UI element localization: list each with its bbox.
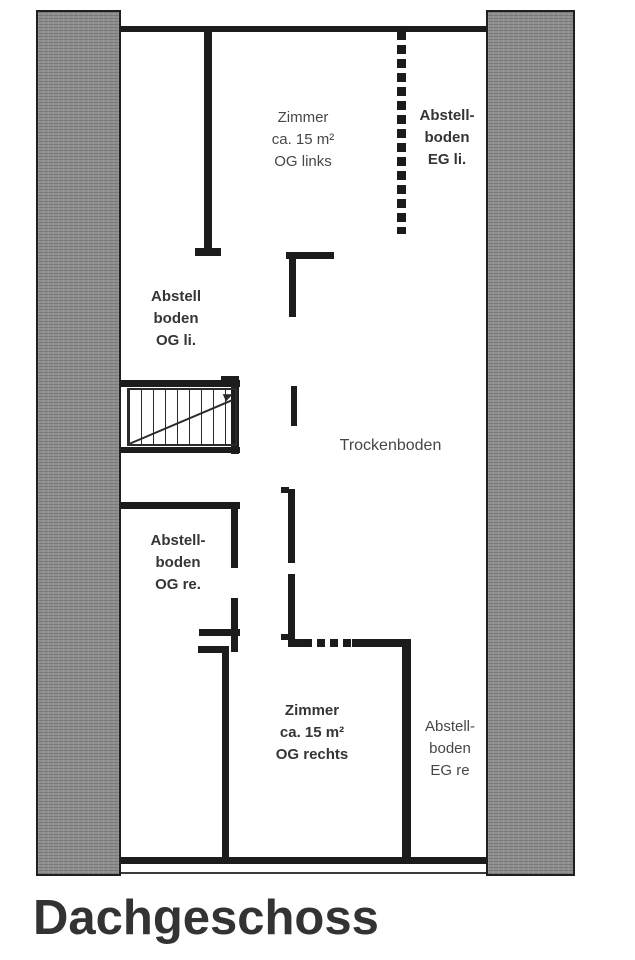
room-label-line: boden bbox=[424, 129, 470, 146]
room-label-line: EG li. bbox=[427, 151, 467, 168]
bottom-trim-line bbox=[121, 872, 486, 874]
room-label-zimmer-og-rechts: Zimmer ca. 15 m² OG rechts bbox=[248, 700, 376, 766]
wall-abstellboden-ogli-bottom bbox=[121, 380, 240, 387]
room-label-line: Zimmer bbox=[277, 109, 329, 126]
wall-bottom-outer bbox=[121, 857, 486, 864]
wall-dashed-top-right bbox=[397, 31, 406, 234]
left-roof-bar bbox=[36, 10, 121, 876]
room-label-line: boden bbox=[429, 740, 471, 757]
wall-abstellboden-ogre-top bbox=[121, 502, 240, 509]
wall-trockenboden-left-b bbox=[291, 386, 297, 426]
room-label-line: ca. 15 m² bbox=[279, 724, 345, 741]
room-label-line: Abstell- bbox=[424, 718, 476, 735]
room-label-line: Zimmer bbox=[284, 702, 340, 719]
room-label-line: OG links bbox=[274, 153, 332, 170]
wall-trockenboden-lower-b bbox=[288, 574, 295, 641]
room-label-abstellboden-og-re: Abstell- boden OG re. bbox=[136, 530, 220, 596]
wall-abstellboden-ogre-stub bbox=[199, 629, 240, 636]
room-label-abstellboden-og-li: Abstell boden OG li. bbox=[134, 286, 218, 352]
wall-vertical-top-left bbox=[204, 26, 212, 252]
room-label-line: Trockenboden bbox=[339, 437, 442, 454]
room-label-line: Abstell bbox=[150, 288, 201, 305]
room-label-line: EG re bbox=[430, 762, 470, 779]
wall-below-stairs bbox=[121, 447, 240, 453]
nib-trockenboden-bottom bbox=[281, 634, 289, 640]
floor-title: Dachgeschoss bbox=[33, 891, 379, 945]
room-label-line: Abstell- bbox=[150, 532, 206, 549]
right-roof-bar bbox=[486, 10, 575, 876]
room-label-line: Abstell- bbox=[419, 107, 475, 124]
stairs bbox=[127, 388, 237, 446]
room-label-abstellboden-eg-li: Abstell- boden EG li. bbox=[406, 105, 488, 171]
room-label-line: boden bbox=[155, 554, 201, 571]
wall-abstellboden-ogre-right-b bbox=[231, 598, 238, 652]
wall-zimmer-rechts-left bbox=[222, 646, 229, 864]
wall-zimmer-rechts-top-left bbox=[288, 639, 304, 647]
wall-below-zimmer-links bbox=[286, 252, 334, 259]
wall-top-outer bbox=[121, 26, 486, 32]
wall-abstellboden-ogre-right-a bbox=[231, 502, 238, 568]
wall-trockenboden-lower-a bbox=[288, 489, 295, 563]
wall-zimmer-rechts-top-dashed bbox=[304, 639, 352, 647]
wall-zimmer-rechts-left-stub bbox=[198, 646, 229, 653]
wall-trockenboden-left-a bbox=[289, 259, 296, 317]
wall-zimmer-rechts-right bbox=[402, 639, 411, 864]
nib-trockenboden-top bbox=[281, 487, 289, 493]
room-label-line: ca. 15 m² bbox=[271, 131, 335, 148]
room-label-line: OG li. bbox=[155, 332, 196, 349]
wall-cap-top-left bbox=[195, 248, 221, 256]
room-label-zimmer-og-links: Zimmer ca. 15 m² OG links bbox=[240, 107, 366, 173]
room-label-line: OG rechts bbox=[275, 746, 349, 763]
room-label-abstellboden-eg-re: Abstell- boden EG re bbox=[408, 716, 492, 782]
room-label-line: OG re. bbox=[155, 576, 201, 593]
wall-zimmer-rechts-top-right bbox=[352, 639, 411, 647]
door-jamb-stairs bbox=[221, 376, 239, 385]
room-label-line: boden bbox=[153, 310, 199, 327]
room-label-trockenboden: Trockenboden bbox=[318, 435, 463, 457]
